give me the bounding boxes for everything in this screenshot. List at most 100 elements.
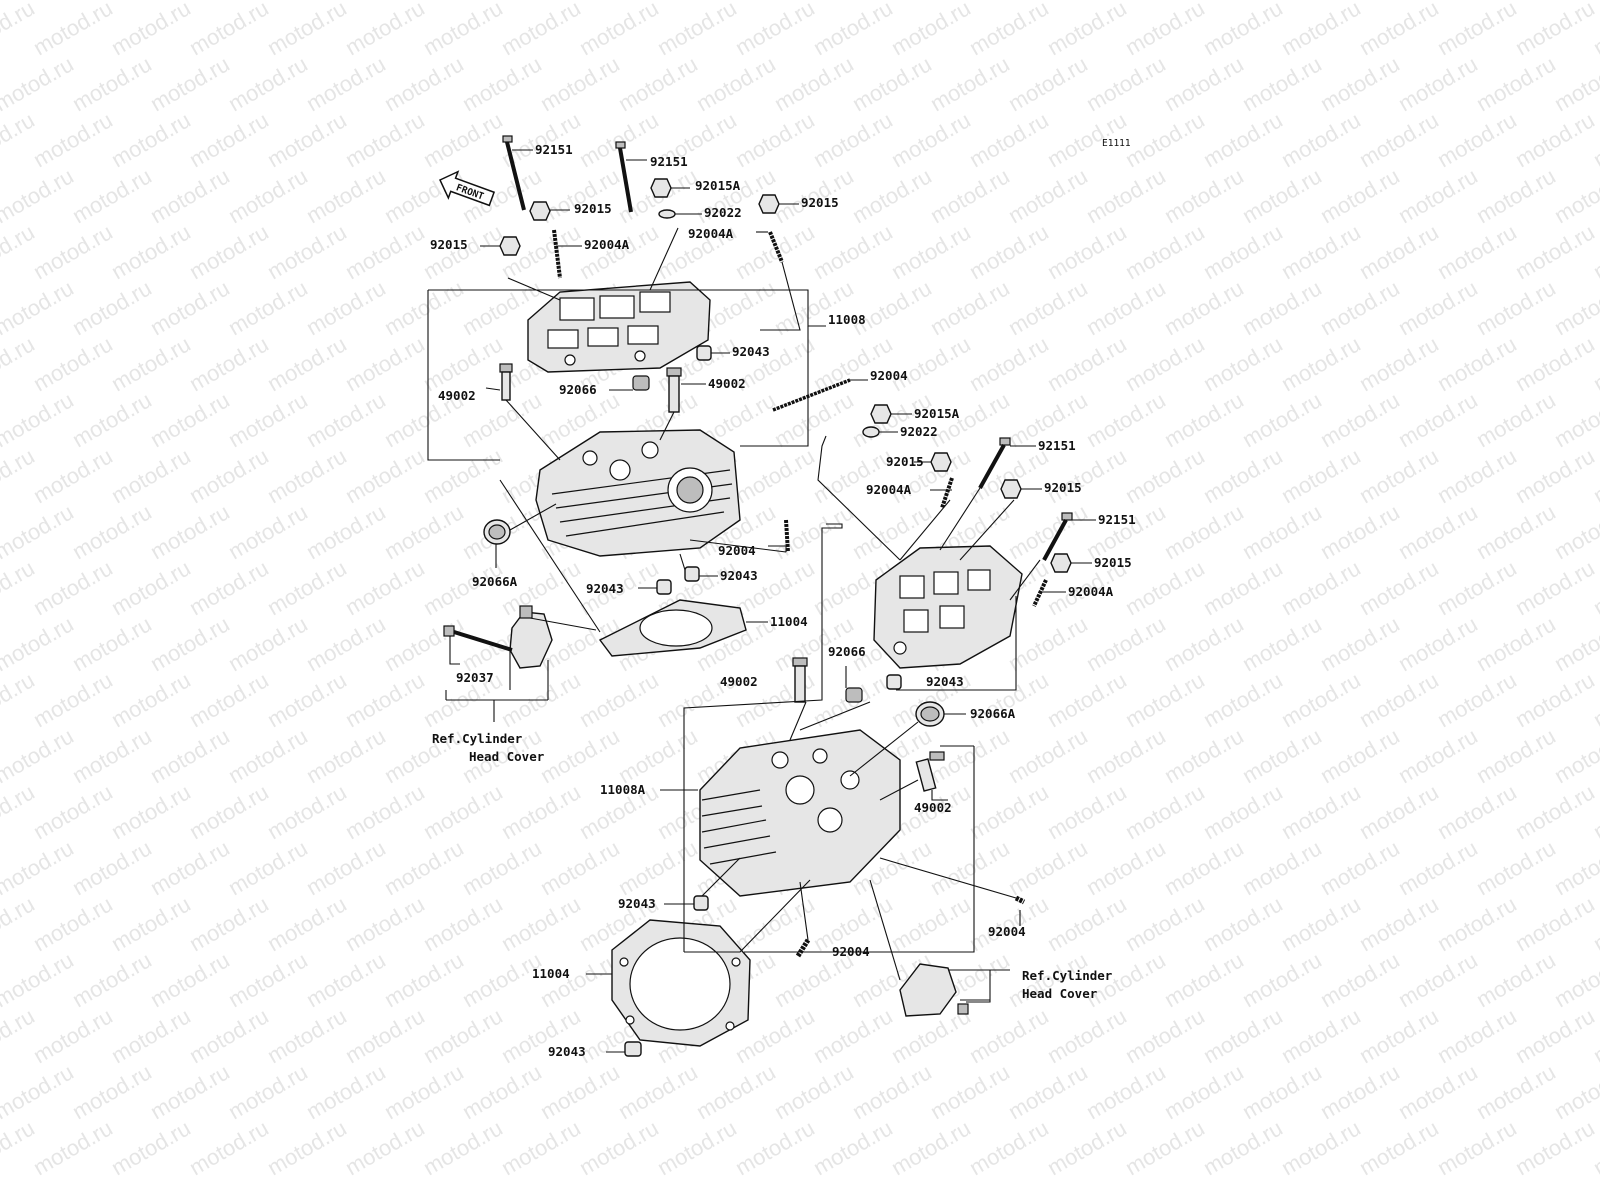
watermark-text: motod.ru [68, 1059, 156, 1124]
stud-92004-b [784, 519, 790, 553]
watermark-text: motod.ru [458, 0, 546, 4]
watermark-text: motod.ru [263, 779, 351, 844]
callout-92004-b: 92004 [718, 543, 756, 558]
watermark-text: motod.ru [887, 891, 975, 956]
watermark-text: motod.ru [1238, 611, 1326, 676]
watermark-text: motod.ru [887, 1115, 975, 1180]
watermark-text: motod.ru [1043, 779, 1131, 844]
watermark-text: motod.ru [770, 499, 858, 564]
watermark-text: motod.ru [29, 443, 117, 508]
watermark-text: motod.ru [1199, 891, 1287, 956]
watermark-text: motod.ru [68, 163, 156, 228]
watermark-text: motod.ru [1238, 275, 1326, 340]
valve-guide-49002-a [499, 363, 513, 401]
watermark-text: motod.ru [302, 611, 390, 676]
stud-92004-d [795, 938, 811, 958]
nut-92015-c [499, 236, 521, 256]
watermark-text: motod.ru [1082, 0, 1170, 4]
watermark-text: motod.ru [1004, 51, 1092, 116]
watermark-text: motod.ru [0, 1115, 39, 1180]
watermark-text: motod.ru [1043, 331, 1131, 396]
callout-labels: 92151 92151 92015A 92015 92022 92015 920… [430, 142, 1136, 1059]
watermark-text: motod.ru [419, 891, 507, 956]
watermark-text: motod.ru [146, 163, 234, 228]
cylinder-head-upper [535, 429, 741, 557]
watermark-text: motod.ru [1550, 835, 1600, 900]
watermark-text: motod.ru [1433, 331, 1521, 396]
watermark-text: motod.ru [731, 555, 819, 620]
watermark-text: motod.ru [614, 1059, 702, 1124]
watermark-text: motod.ru [1316, 611, 1404, 676]
watermark-text: motod.ru [68, 0, 156, 4]
watermark-text: motod.ru [0, 387, 78, 452]
callout-49002-b: 49002 [708, 376, 746, 391]
watermark-text: motod.ru [1043, 219, 1131, 284]
watermark-text: motod.ru [1238, 499, 1326, 564]
watermark-text: motod.ru [302, 0, 390, 4]
watermark-text: motod.ru [1316, 835, 1404, 900]
callout-92022-a: 92022 [704, 205, 742, 220]
watermark-text: motod.ru [458, 835, 546, 900]
watermark-text: motod.ru [341, 0, 429, 60]
stud-92004A-c [940, 477, 954, 509]
watermark-text: motod.ru [0, 0, 39, 60]
watermark-text: motod.ru [0, 219, 39, 284]
watermark-text: motod.ru [29, 891, 117, 956]
watermark-text: motod.ru [68, 51, 156, 116]
watermark-text: motod.ru [1121, 219, 1209, 284]
watermark-text: motod.ru [146, 499, 234, 564]
watermark-text: motod.ru [29, 555, 117, 620]
watermark-text: motod.ru [887, 0, 975, 60]
watermark-text: motod.ru [1082, 51, 1170, 116]
nut-92015-b [758, 194, 780, 214]
callout-92151-c: 92151 [1038, 438, 1076, 453]
callout-92151-d: 92151 [1098, 512, 1136, 527]
watermark-text: motod.ru [926, 275, 1014, 340]
watermark-text: motod.ru [1511, 0, 1599, 60]
watermark-text: motod.ru [1160, 0, 1248, 4]
watermark-text: motod.ru [1472, 275, 1560, 340]
watermark-text: motod.ru [1433, 107, 1521, 172]
watermark-text: motod.ru [1121, 891, 1209, 956]
watermark-text: motod.ru [1355, 219, 1443, 284]
watermark-text: motod.ru [614, 835, 702, 900]
watermark-text: motod.ru [1472, 835, 1560, 900]
watermark-text: motod.ru [1316, 947, 1404, 1012]
watermark-text: motod.ru [1511, 331, 1599, 396]
watermark-text: motod.ru [770, 1059, 858, 1124]
watermark-text: motod.ru [1121, 667, 1209, 732]
callout-92022-b: 92022 [900, 424, 938, 439]
dowel-92043-f [624, 1041, 642, 1057]
watermark-text: motod.ru [1511, 779, 1599, 844]
nut-92015-f [1050, 553, 1072, 573]
watermark-text: motod.ru [1082, 723, 1170, 788]
watermark-text: motod.ru [68, 947, 156, 1012]
watermark-text: motod.ru [1511, 107, 1599, 172]
watermark-text: motod.ru [1043, 1003, 1131, 1068]
watermark-text: motod.ru [731, 443, 819, 508]
cylinder-head-lower [699, 729, 901, 897]
watermark-text: motod.ru [1511, 443, 1599, 508]
watermark-text: motod.ru [146, 51, 234, 116]
watermark-text: motod.ru [224, 163, 312, 228]
watermark-text: motod.ru [1121, 331, 1209, 396]
watermark-text: motod.ru [1277, 1003, 1365, 1068]
watermark-text: motod.ru [1394, 499, 1482, 564]
watermark-text: motod.ru [1160, 51, 1248, 116]
watermark-text: motod.ru [1004, 835, 1092, 900]
watermark-text: motod.ru [263, 443, 351, 508]
callout-92151-a: 92151 [535, 142, 573, 157]
watermark-text: motod.ru [1433, 443, 1521, 508]
watermark-text: motod.ru [965, 0, 1053, 60]
callout-92066A-a: 92066A [472, 574, 518, 589]
watermark-text: motod.ru [380, 275, 468, 340]
watermark-text: motod.ru [224, 723, 312, 788]
dowel-92043-d [886, 674, 902, 690]
watermark-text: motod.ru [1199, 0, 1287, 60]
valve-guide-49002-b [666, 367, 682, 413]
watermark-text: motod.ru [263, 667, 351, 732]
watermark-text: motod.ru [107, 219, 195, 284]
nut-92015-e [1000, 479, 1022, 499]
watermark-text: motod.ru [770, 51, 858, 116]
